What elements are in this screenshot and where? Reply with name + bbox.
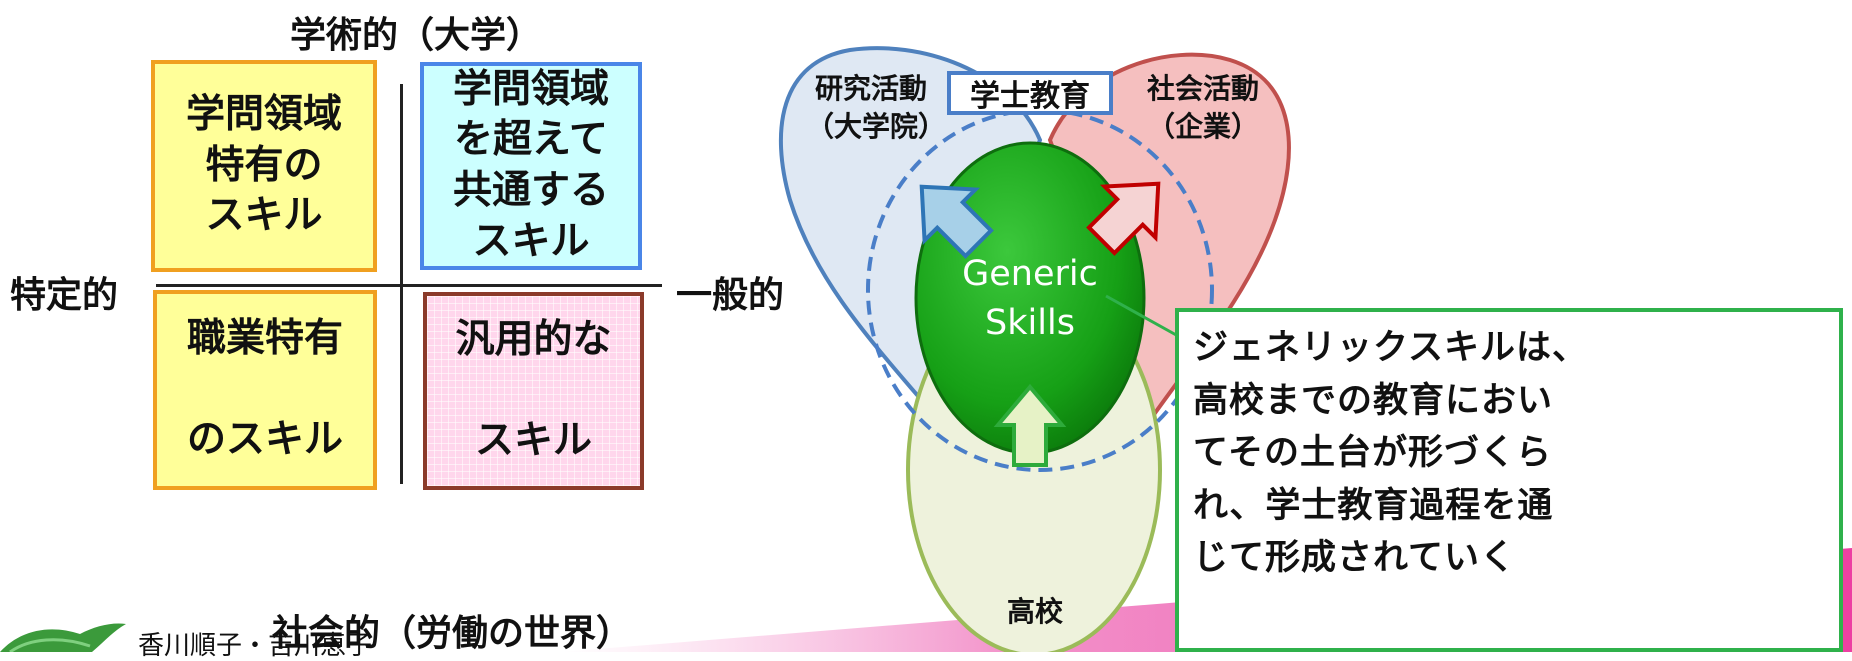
arrow-to-research-icon — [919, 184, 994, 259]
generic-skills-callout: ジェネリックスキルは、 高校までの教育におい てその土台が形づくら れ、学士教育… — [1175, 308, 1843, 652]
high-school-label: 高校 — [1006, 595, 1063, 628]
vertical-axis-line — [400, 84, 403, 484]
research-activity-label: 研究活動 （大学院） — [806, 72, 947, 143]
axis-right-label: 一般的 — [676, 275, 785, 316]
axis-left-label: 特定的 — [10, 275, 119, 316]
quadrant-occupation-specific: 職業特有 のスキル — [153, 290, 377, 490]
leaf-logo-icon — [0, 623, 126, 652]
quadrant-discipline-specific-text: 学問領域 特有の スキル — [185, 91, 342, 239]
quadrant-generic-text: 汎用的な スキル — [455, 316, 612, 464]
generic-skills-label: Generic Skills — [962, 254, 1098, 343]
arrow-to-society-icon — [1086, 181, 1161, 256]
quadrant-generic: 汎用的な スキル — [423, 292, 644, 490]
axis-top-label: 学術的（大学） — [290, 15, 543, 56]
bachelor-education-label-text: 学士教育 — [970, 79, 1090, 114]
quadrant-cross-discipline: 学問領域 を超えて 共通する スキル — [420, 62, 642, 270]
quadrant-discipline-specific: 学問領域 特有の スキル — [151, 60, 377, 272]
bachelor-education-boundary — [866, 108, 1214, 472]
research-activity-region — [778, 46, 1043, 414]
bachelor-education-label: 学士教育 — [947, 71, 1113, 115]
callout-connector-line — [1105, 294, 1179, 338]
quadrant-occupation-specific-text: 職業特有 のスキル — [186, 315, 343, 463]
horizontal-axis-line — [156, 284, 662, 287]
quadrant-cross-discipline-text: 学問領域 を超えて 共通する スキル — [452, 66, 609, 264]
society-activity-label: 社会活動 （企業） — [1146, 72, 1259, 143]
arrow-from-high-school-icon — [993, 383, 1067, 467]
axis-bottom-label: 社会的（労働の世界） — [272, 613, 633, 654]
